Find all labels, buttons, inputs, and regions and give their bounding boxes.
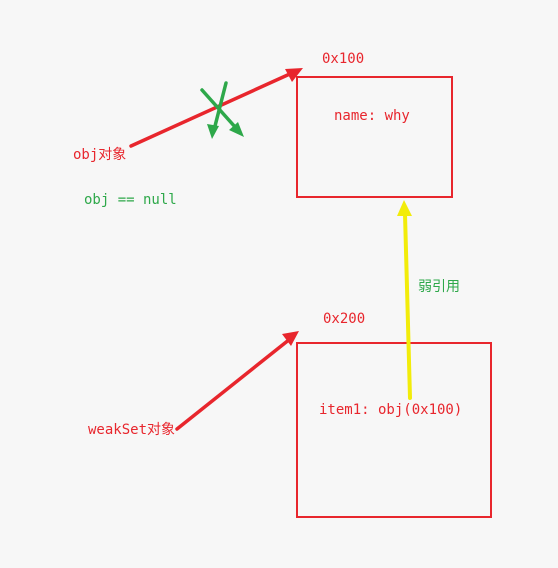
weak-reference-label: 弱引用 — [418, 279, 460, 295]
obj-property-text: name: why — [334, 108, 410, 124]
obj-variable-label: obj对象 — [73, 147, 127, 163]
obj-address-label: 0x100 — [322, 51, 365, 67]
weakset-address-label: 0x200 — [323, 311, 366, 327]
weakset-memory-box — [296, 342, 492, 518]
obj-null-assignment: obj == null — [84, 192, 177, 208]
cross-mark-icon — [200, 81, 244, 139]
weakset-variable-label: weakSet对象 — [88, 422, 176, 438]
weakset-reference-arrow — [175, 331, 299, 431]
weakset-item-text: item1: obj(0x100) — [319, 402, 463, 418]
obj-memory-box — [296, 76, 453, 198]
obj-reference-arrow — [129, 68, 303, 148]
